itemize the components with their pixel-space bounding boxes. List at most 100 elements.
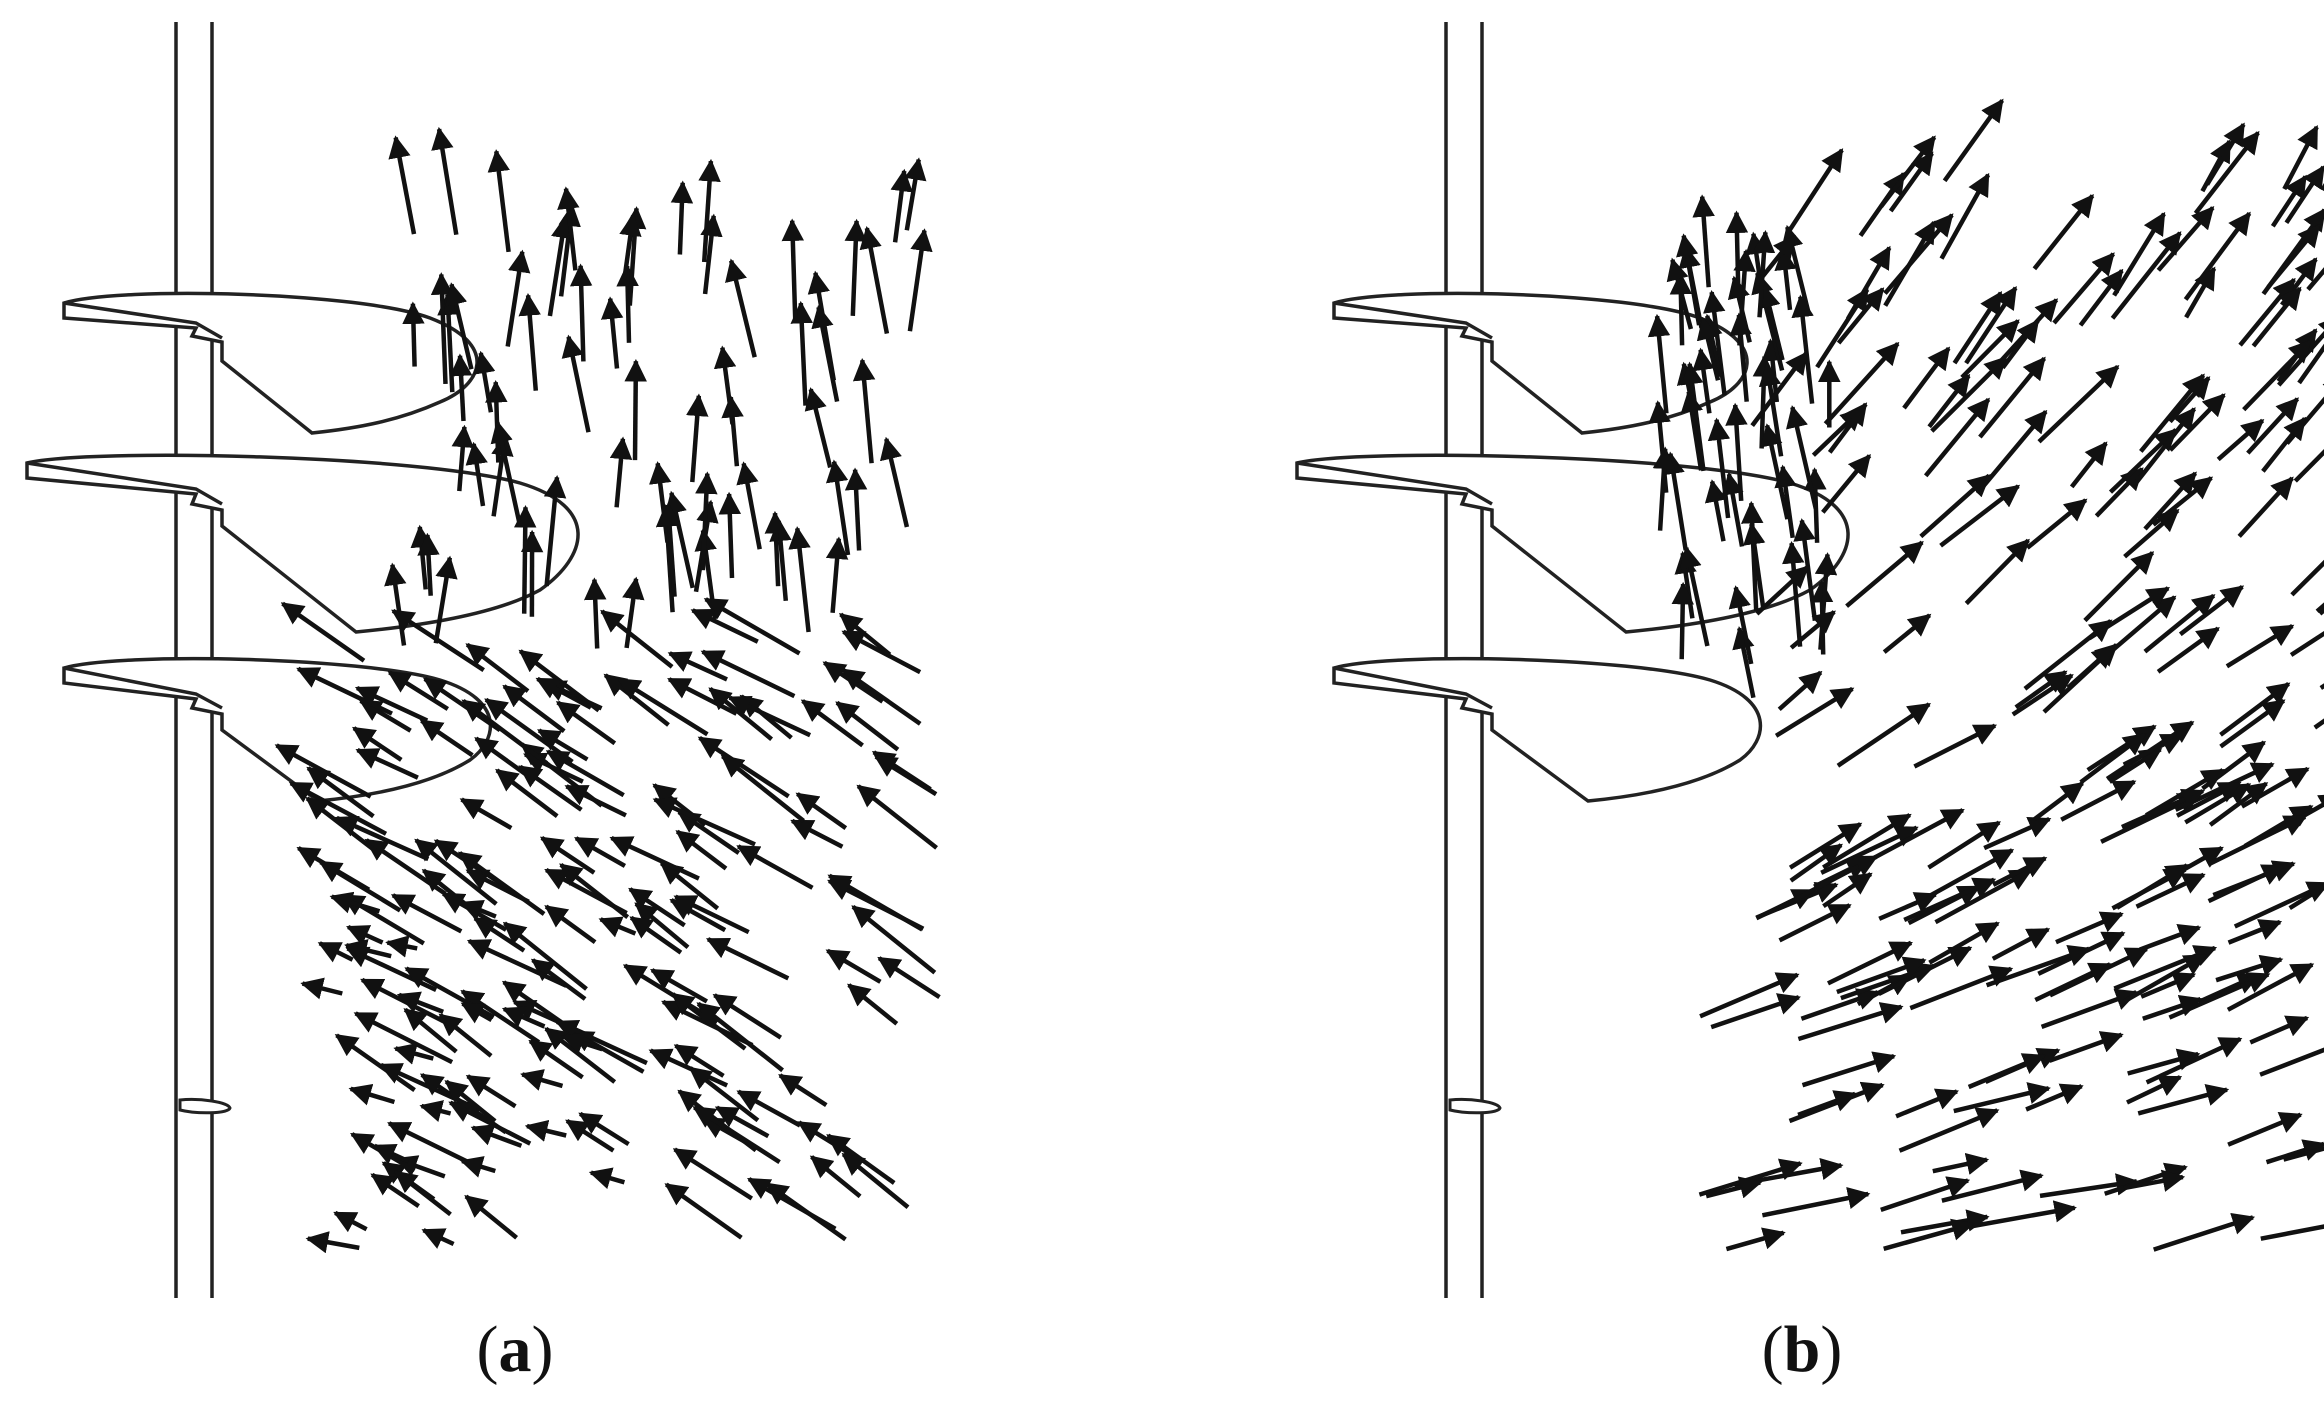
panel-b [1295, 20, 2324, 1300]
flow-vector [2207, 814, 2308, 867]
flow-vector [1777, 670, 1823, 711]
flow-vector [904, 157, 927, 231]
flow-vector [672, 1147, 754, 1201]
flow-vector [583, 577, 607, 649]
flow-vector [419, 1100, 452, 1122]
flow-vector [501, 1006, 546, 1029]
flow-vector [1728, 585, 1754, 665]
flow-vector [2123, 953, 2208, 1004]
flow-vector [1941, 1169, 2044, 1203]
flow-vector [1662, 451, 1688, 551]
flow-vector [2055, 911, 2124, 945]
flow-vector [690, 608, 759, 644]
flow-vector [879, 436, 910, 528]
flow-vector [333, 1210, 368, 1233]
flow-vector [2261, 416, 2307, 473]
flow-vector [1791, 294, 1815, 404]
flow-vector [838, 612, 892, 657]
flow-vector [557, 186, 580, 271]
flow-vector [2297, 316, 2324, 385]
flow-vector [664, 1182, 743, 1240]
flow-vector [1978, 356, 2047, 439]
flow-vector [457, 851, 546, 916]
flow-vector [451, 424, 475, 492]
flow-vector [1880, 1176, 1971, 1213]
flow-vector [696, 1001, 784, 1073]
flow-vector [348, 1083, 396, 1106]
flow-vector [1814, 552, 1838, 650]
flow-vector [764, 510, 788, 587]
flow-vector [459, 1156, 496, 1178]
flow-vector [670, 180, 694, 255]
flow-vector [600, 296, 624, 369]
flow-vector [1704, 479, 1728, 542]
flow-vector [2094, 467, 2144, 518]
flow-vector [1789, 610, 1836, 650]
flow-vector [461, 698, 549, 766]
flow-vector [495, 768, 559, 818]
flow-vector [1928, 921, 2000, 965]
flow-vector [444, 1079, 497, 1123]
flow-vector [1992, 856, 2048, 887]
flow-vector [2270, 174, 2308, 228]
flow-vector [2069, 441, 2108, 489]
flow-vector [1778, 903, 1852, 943]
flow-vector [530, 958, 587, 1001]
flow-vector [1729, 312, 1752, 402]
flow-vector [417, 532, 440, 596]
flow-vector [464, 1194, 519, 1240]
flow-vector [2135, 872, 2206, 909]
flow-vector [2037, 364, 2120, 444]
flow-vector [736, 1089, 802, 1128]
flow-vector [437, 292, 460, 393]
flow-vector [1909, 965, 2014, 1011]
flow-vector [2266, 223, 2321, 289]
flow-vector [1703, 289, 1727, 396]
flow-vector [2153, 1212, 2256, 1252]
flow-vector [394, 1155, 446, 1179]
flow-vector [1725, 1227, 1786, 1252]
flow-vector [1883, 1218, 1975, 1251]
flow-vector [514, 505, 537, 614]
flow-vector [2087, 586, 2170, 641]
flow-vector [345, 946, 438, 992]
vector-field-a [274, 126, 941, 1254]
flow-vector [800, 699, 864, 748]
flow-vector [1960, 319, 2020, 379]
flow-vector [1752, 354, 1776, 449]
flow-vector [667, 651, 728, 682]
flow-vector [2052, 252, 2116, 325]
flow-vector [1698, 1158, 1803, 1197]
flow-vector [1774, 686, 1855, 738]
flow-vector [634, 902, 690, 950]
flow-vector [907, 228, 933, 332]
flow-vector [1754, 234, 1797, 286]
flow-vector [1927, 373, 1971, 429]
flow-vector [1797, 1090, 1858, 1117]
flow-vector [502, 921, 588, 991]
flow-vector [2112, 211, 2166, 297]
flow-vector [692, 1105, 781, 1164]
flow-vector [1895, 1088, 1959, 1119]
flow-vector [877, 956, 941, 999]
flow-vector [705, 937, 790, 981]
flow-vector [1823, 341, 1900, 426]
flow-vector [714, 1105, 770, 1139]
flow-vector [778, 1073, 828, 1107]
flow-vector [609, 436, 633, 508]
flow-vector [2000, 319, 2040, 370]
flow-vector [1696, 316, 1721, 381]
flow-vector [544, 868, 628, 916]
flow-vector [2039, 1173, 2139, 1199]
flow-vector [396, 991, 445, 1015]
flow-vector [2078, 268, 2124, 327]
flow-vector [564, 784, 627, 818]
panel-a [25, 20, 941, 1300]
panel-label-a: (a) [476, 1313, 554, 1386]
flow-vector [659, 861, 720, 911]
flow-vector [890, 168, 913, 243]
flow-vector [2108, 747, 2163, 784]
flow-vector [725, 258, 757, 358]
flow-vector [676, 810, 741, 855]
